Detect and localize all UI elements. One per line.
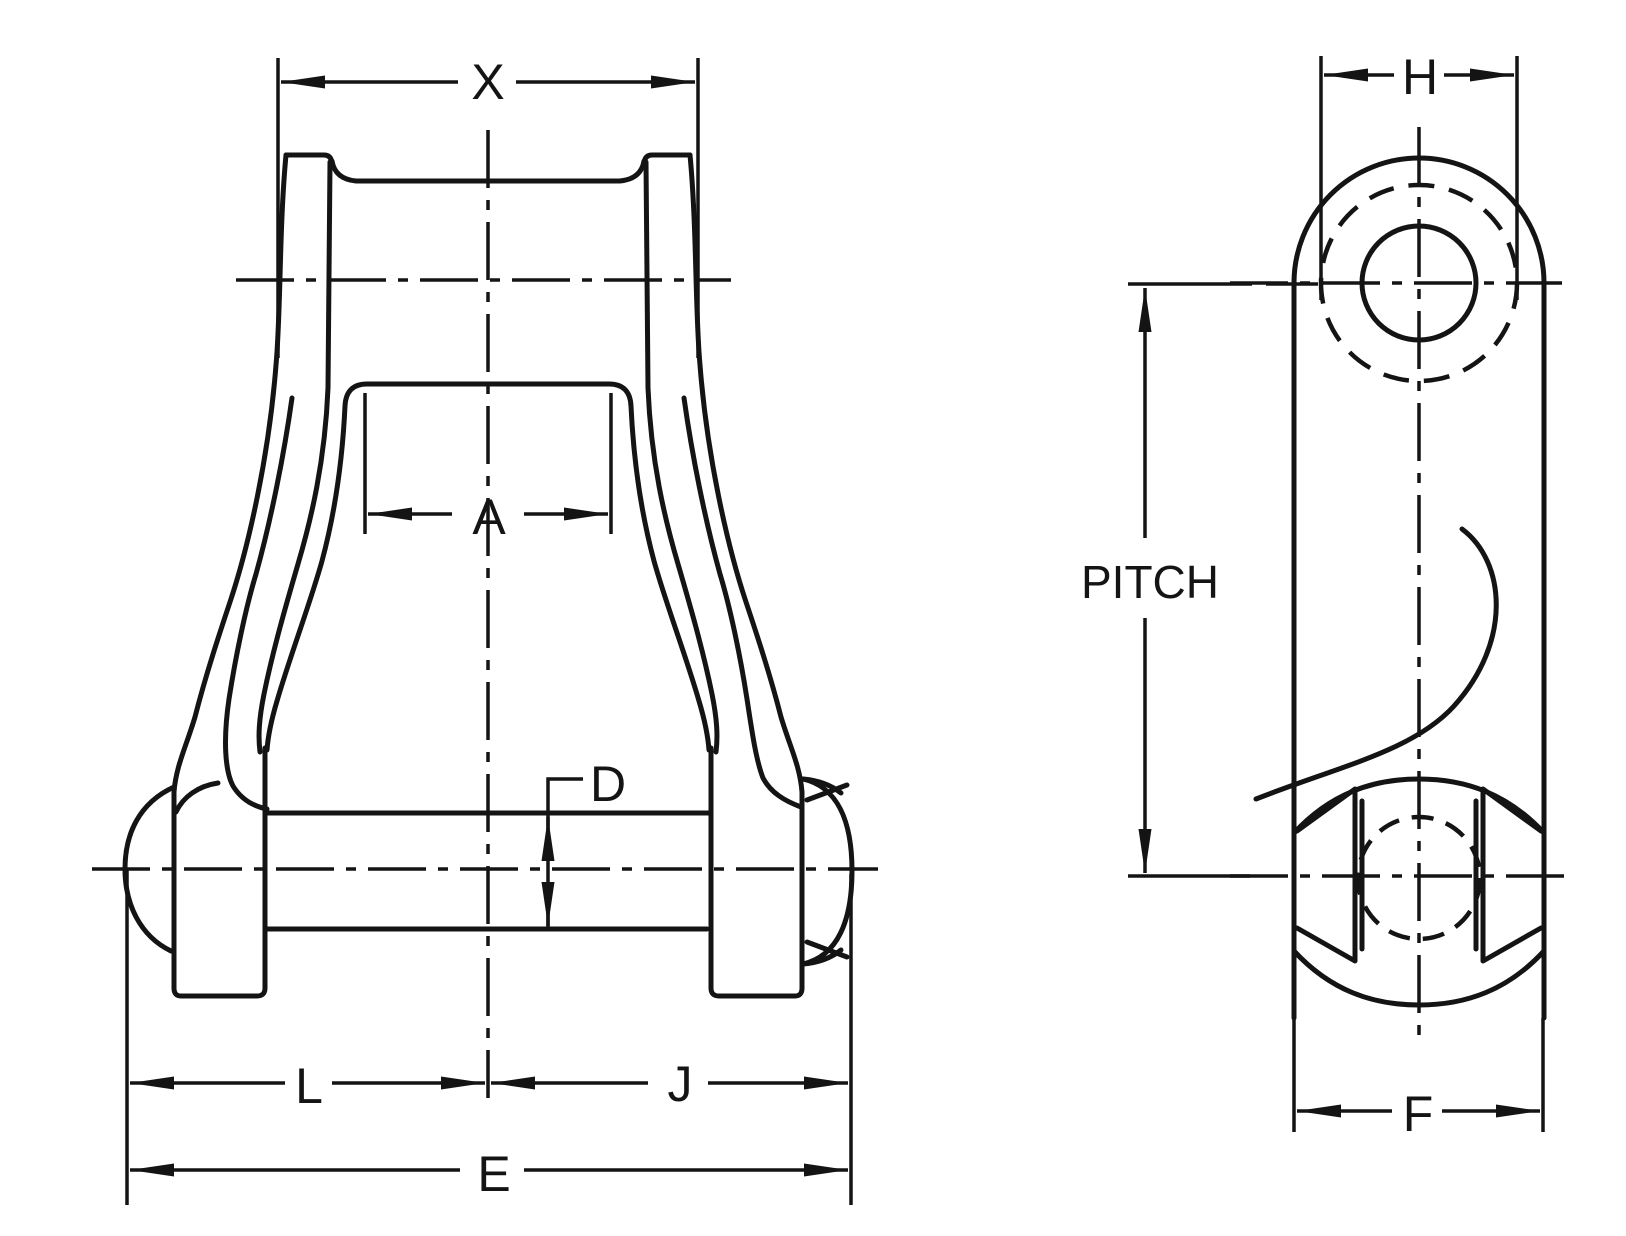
eye-inner-hole-circle	[1359, 223, 1479, 343]
dim-h-label: H	[1402, 49, 1438, 105]
side-body-and-eye-outline	[1291, 155, 1547, 1021]
pin-ball-fillet	[173, 780, 221, 815]
front-view: X A D L J E	[92, 54, 878, 1205]
pin-ball-end-arc	[122, 784, 177, 954]
pin-upper-arc	[1291, 776, 1547, 836]
dim-j-label: J	[668, 1056, 693, 1112]
dim-e-label: E	[477, 1146, 510, 1202]
left-plate-inner-edge	[223, 395, 295, 812]
top-saddle-edge	[329, 158, 647, 184]
pin-lug-left	[1294, 786, 1358, 964]
window-opening-contour	[264, 381, 712, 753]
pin-lug-right	[1480, 786, 1544, 964]
left-ear-top-edge	[283, 152, 335, 166]
left-ear-inner-edge	[256, 159, 333, 755]
dim-d-label: D	[590, 756, 626, 812]
pin-head-corner-top	[800, 776, 844, 796]
dim-x-label: X	[471, 54, 504, 110]
right-plate-inner-edge	[681, 395, 804, 810]
side-view: H PITCH F	[1081, 49, 1573, 1142]
pin-head-chamfer-top	[804, 782, 850, 803]
pin-head-outer-arc	[800, 776, 855, 967]
retainer-wire-curve	[1253, 526, 1499, 802]
dim-d-leader	[546, 777, 583, 929]
pin-head-corner-bottom	[800, 947, 844, 967]
pin-hidden-circle	[1355, 814, 1483, 942]
dim-pitch-label: PITCH	[1081, 556, 1219, 608]
dim-a-label: A	[472, 489, 506, 545]
right-ear-top-edge	[641, 152, 693, 166]
right-ear-inner-edge	[643, 159, 720, 755]
pin-lower-arc	[1291, 948, 1547, 1008]
pin-head-chamfer-bottom	[804, 939, 850, 960]
dim-l-label: L	[295, 1058, 323, 1114]
dim-f-label: F	[1403, 1086, 1434, 1142]
